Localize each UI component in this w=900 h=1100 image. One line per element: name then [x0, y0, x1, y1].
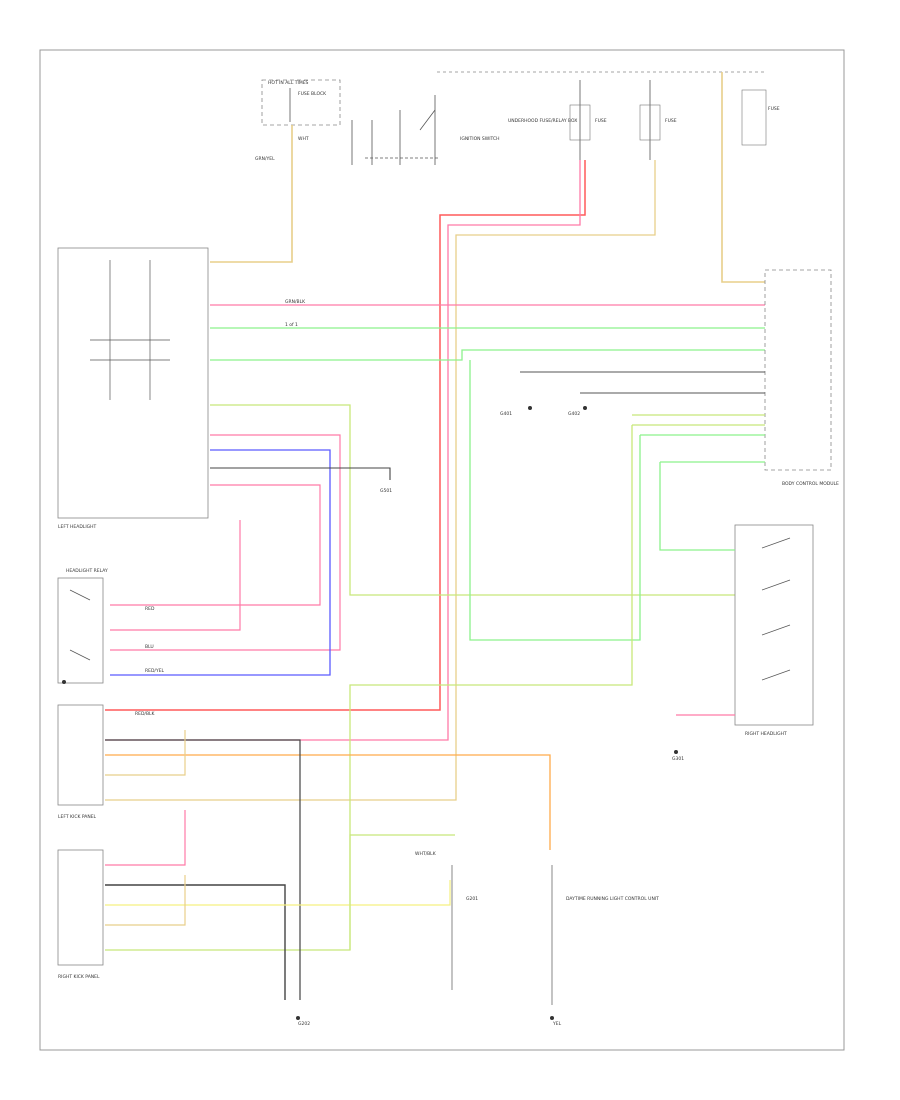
left-headlight-label: HEADLIGHT RELAY [66, 568, 108, 574]
fuse-label-top: FUSE BLOCK [298, 91, 327, 97]
wire-label-yel: WHT/BLK [415, 851, 437, 857]
ground-bottom-a-label: G202 [298, 1021, 310, 1027]
wire-yg-dimmer-3 [105, 425, 633, 951]
body-control-label: BODY CONTROL MODULE [782, 481, 839, 487]
wire-label-red-yel: GRN/BLK [285, 299, 306, 305]
wire-tan-fuse-a [105, 160, 586, 711]
wire-yg-1 [210, 404, 735, 596]
left-kick-panel-block [57, 704, 104, 806]
wire-black-kick-2 [105, 884, 286, 1000]
wire-label-grnyel: GRN/YEL [255, 156, 275, 162]
wire-red-2 [110, 484, 321, 606]
daytime-running-label: DAYTIME RUNNING LIGHT CONTROL UNIT [566, 896, 659, 902]
wire-yg-kick-3 [349, 834, 455, 950]
wire-red-1 [110, 434, 341, 651]
ground-symbols [62, 406, 678, 1020]
wire-yellow-right [721, 72, 765, 283]
wire-label-wht-blk: RED/BLK [135, 711, 156, 717]
diagram-frame [39, 49, 845, 1051]
wire-blue-1 [110, 449, 331, 676]
wire-tan-kick-1 [105, 730, 186, 776]
underhood-label: UNDERHOOD FUSE/RELAY BOX [508, 118, 577, 124]
ground-bottom-b-label: YEL [552, 1021, 562, 1027]
wire-red-kick-2 [105, 810, 186, 866]
fuse-a-label: FUSE [595, 118, 607, 124]
dimmer-switch-block [734, 524, 814, 726]
right-kick-panel-block [57, 849, 104, 966]
wire-label-blu: RED/YEL [145, 668, 165, 674]
wire-label-wht: WHT [298, 136, 309, 142]
wire-green-2 [210, 349, 765, 361]
dimmer-switch-label: RIGHT HEADLIGHT [745, 731, 787, 737]
ground-label-b: G401 [500, 411, 512, 417]
ground-label-c: G402 [568, 411, 580, 417]
hot-label: HOT IN ALL TIMES [268, 80, 309, 86]
combination-switch-block [57, 247, 209, 519]
wire-tan-kick-2 [105, 875, 186, 926]
wire-orange-1 [105, 754, 551, 850]
wire-red-fuse-a [105, 160, 581, 741]
wire-yellow-top [210, 125, 293, 263]
left-headlight-block [57, 577, 104, 684]
ground-label-d: G301 [672, 756, 684, 762]
wire-label-grn-blk: 1 of 1 [285, 322, 298, 328]
wire-label-red-blk: RED [145, 606, 155, 612]
combination-switch-label: LEFT HEADLIGHT [58, 524, 97, 530]
right-kick-label: RIGHT KICK PANEL [58, 974, 100, 980]
headlight-relay-label: G201 [466, 896, 478, 902]
wire-light-yellow [105, 880, 451, 906]
left-kick-label: LEFT KICK PANEL [58, 814, 97, 820]
fuse-b-label: FUSE [665, 118, 677, 124]
wire-red-3 [110, 520, 241, 631]
wire-black-1 [210, 467, 391, 480]
wire-tan-fuse-b [105, 160, 656, 801]
wire-green-dimmer-2 [469, 360, 641, 641]
wire-label-red: BLU [145, 644, 154, 650]
fuse-box-top-left [261, 79, 341, 126]
ground-label-a: G501 [380, 488, 392, 494]
fuse-c-label: FUSE [768, 106, 780, 112]
wire-black-kick-1 [105, 739, 301, 1000]
ignition-switch-label: IGNITION SWITCH [460, 136, 500, 142]
wire-green-dimmer-1 [659, 462, 735, 551]
body-control-block [764, 269, 832, 471]
